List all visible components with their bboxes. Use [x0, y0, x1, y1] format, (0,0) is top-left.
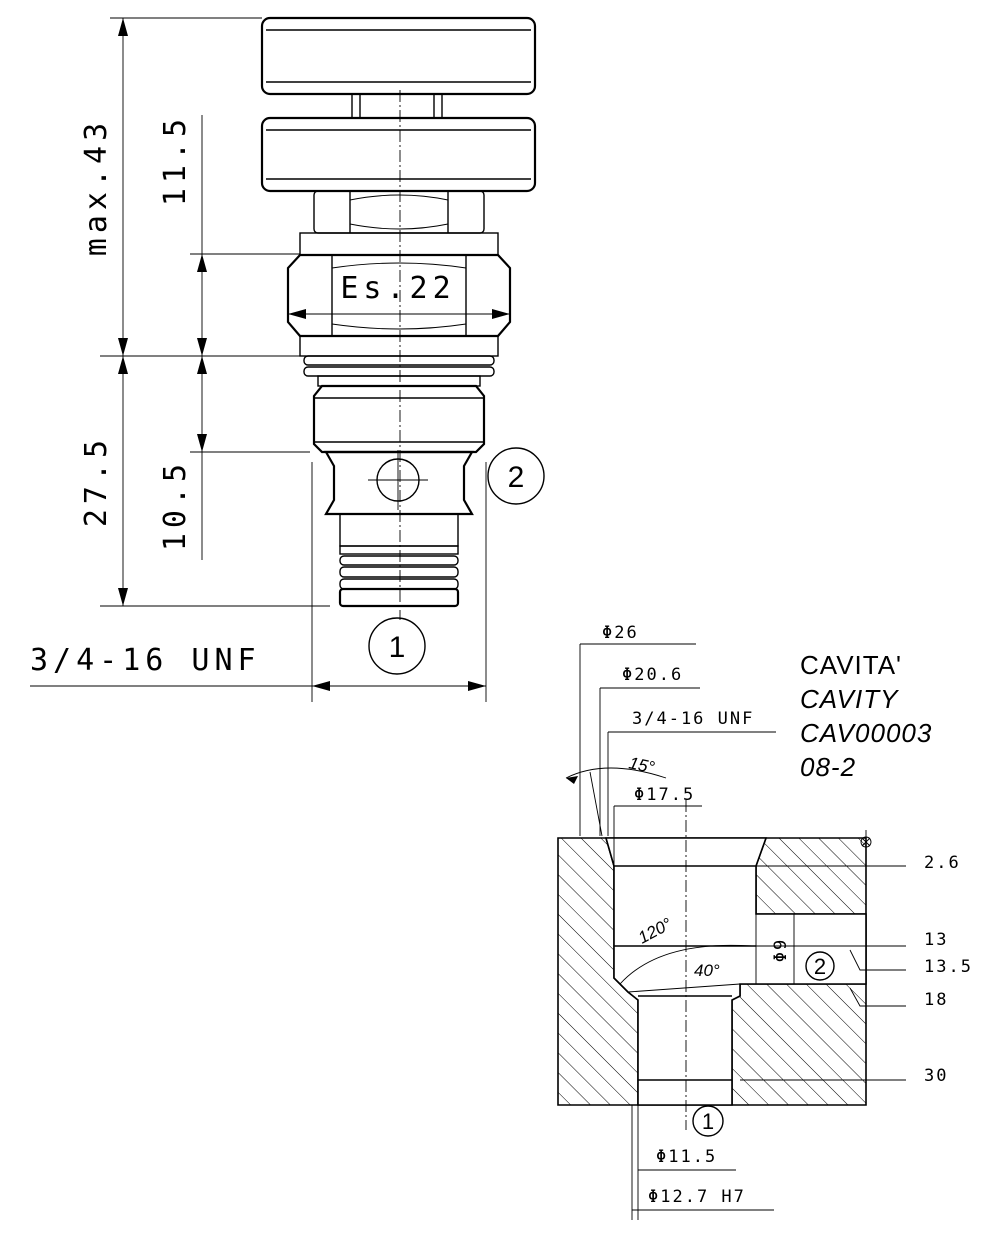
- label-depth-13: 13: [924, 930, 948, 950]
- label-es-22: Es.22: [340, 271, 455, 306]
- dimension-depths: 2.6 13 13.5 18 30: [740, 830, 973, 1086]
- cavity-port-1-marker: 1: [692, 1105, 724, 1137]
- valve-neck: [299, 335, 499, 357]
- label-depth-30: 30: [924, 1066, 948, 1086]
- valve-port2-section: [324, 450, 474, 516]
- dimension-hex: Es.22: [288, 271, 510, 319]
- cavity-drawing: CAVITA' CAVITY CAV00003 08-2 Φ26 Φ20.6: [557, 623, 973, 1220]
- valve-tip: [338, 513, 460, 608]
- dimension-port2: 10.5: [158, 356, 310, 560]
- label-11-5: 11.5: [158, 114, 193, 206]
- dimension-dia-20-6: Φ20.6: [599, 665, 700, 836]
- label-thread: 3/4-16 UNF: [30, 643, 261, 678]
- dimension-dia-26: Φ26: [579, 623, 696, 836]
- label-dia-26: Φ26: [602, 623, 639, 643]
- label-cavity-port-2: 2: [814, 954, 826, 979]
- cavity-title-it: CAVITA': [800, 650, 902, 680]
- dimension-total-height: max.43: [79, 17, 300, 357]
- label-angle-15: 15°: [627, 753, 656, 777]
- valve-oring: [303, 355, 495, 387]
- label-27-5: 27.5: [79, 435, 114, 527]
- valve-thread-body: [312, 384, 486, 454]
- label-angle-40: 40°: [694, 961, 720, 980]
- label-depth-18: 18: [924, 990, 948, 1010]
- dimension-dia-11-5: Φ11.5: [637, 1105, 736, 1220]
- valve-drawing: max.43 11.5 27.5 10.5 Es.22: [30, 16, 545, 702]
- label-dia-9: Φ9: [771, 938, 791, 962]
- label-dia-17-5: Φ17.5: [634, 785, 695, 805]
- dimension-upper: 11.5: [158, 114, 300, 356]
- label-dia-11-5: Φ11.5: [656, 1147, 717, 1167]
- dimension-dia-9: Φ9 2: [771, 914, 835, 984]
- valve-knob: [260, 16, 537, 193]
- dimension-cavity-thread: 3/4-16 UNF: [607, 709, 776, 836]
- dimension-lower: 27.5: [79, 356, 330, 607]
- cavity-title: CAVITA' CAVITY CAV00003 08-2: [800, 650, 932, 782]
- label-depth-2-6: 2.6: [924, 853, 961, 873]
- label-max-43: max.43: [79, 118, 114, 256]
- label-dia-20-6: Φ20.6: [622, 665, 683, 685]
- label-port-1: 1: [389, 631, 406, 664]
- cavity-size: 08-2: [800, 752, 856, 782]
- dimension-thread: 3/4-16 UNF: [30, 462, 487, 702]
- label-cavity-thread: 3/4-16 UNF: [632, 709, 754, 729]
- label-depth-13-5: 13.5: [924, 957, 973, 977]
- valve-locknut: [313, 190, 485, 234]
- label-port-2: 2: [508, 461, 525, 494]
- label-10-5: 10.5: [158, 459, 193, 551]
- dimension-dia-12-7: Φ12.7 H7: [631, 1105, 774, 1220]
- valve-port-1-marker: 1: [368, 617, 426, 675]
- label-dia-12-7: Φ12.7 H7: [648, 1187, 746, 1207]
- dimension-dia-17-5: Φ17.5: [613, 785, 702, 866]
- label-cavity-port-1: 1: [702, 1109, 714, 1134]
- valve-collar: [299, 232, 499, 256]
- cavity-code: CAV00003: [800, 718, 932, 748]
- cavity-title-en: CAVITY: [800, 684, 899, 714]
- valve-port-2-marker: 2: [487, 447, 545, 505]
- cavity-bore: [604, 837, 867, 1106]
- dimension-angle-15: 15°: [565, 753, 667, 837]
